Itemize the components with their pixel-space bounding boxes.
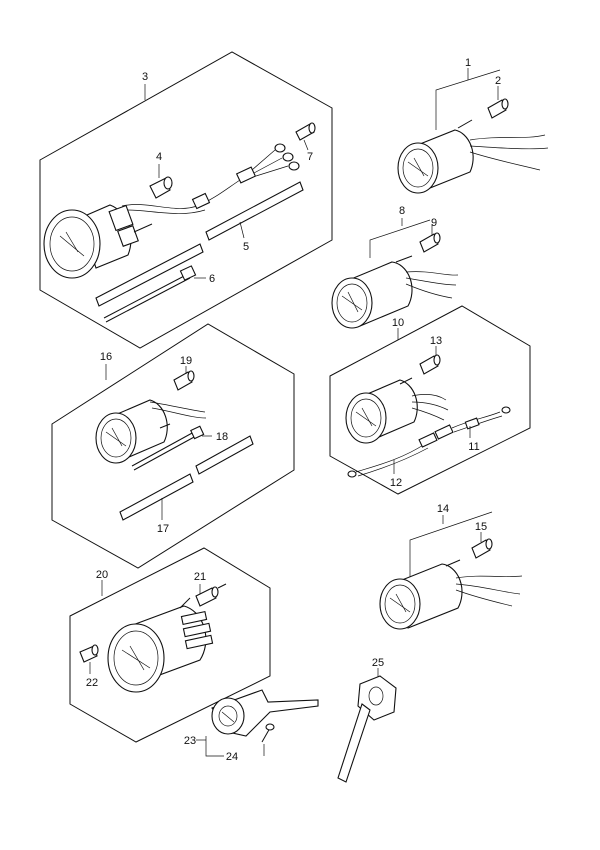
gauge-assembly-14 — [379, 559, 463, 630]
callout-2: 2 — [495, 75, 501, 87]
callout-15: 15 — [475, 521, 487, 533]
bulb-part-4 — [149, 176, 173, 199]
callout-25: 25 — [372, 657, 384, 669]
callout-4: 4 — [156, 151, 162, 163]
callout-14: 14 — [437, 503, 449, 515]
callout-7: 7 — [307, 151, 313, 163]
callout-3: 3 — [142, 71, 148, 83]
gauge-assembly-20 — [107, 597, 214, 693]
bulb-part-7 — [295, 122, 316, 141]
callout-16: 16 — [100, 351, 112, 363]
callout-22: 22 — [86, 677, 98, 689]
callout-12: 12 — [390, 477, 402, 489]
screw-part-24 — [261, 723, 275, 743]
gauge-assembly-16 — [95, 399, 171, 464]
bulb-part-13 — [419, 354, 441, 375]
bulb-part-2 — [487, 98, 509, 119]
callout-6: 6 — [209, 273, 215, 285]
bulb-part-9 — [419, 232, 441, 253]
callout-8: 8 — [399, 205, 405, 217]
handle-part-25 — [337, 675, 397, 783]
tube-part-5 — [95, 181, 304, 307]
callout-20: 20 — [96, 569, 108, 581]
group-3-panel — [39, 51, 333, 349]
bulb-part-19 — [173, 370, 195, 391]
callout-23: 23 — [184, 735, 196, 747]
callout-19: 19 — [180, 355, 192, 367]
lever-part-23 — [211, 689, 319, 737]
bulb-part-21 — [195, 583, 227, 607]
gauge-assembly-10 — [345, 377, 418, 444]
callout-9: 9 — [431, 217, 437, 229]
group-16-panel — [51, 323, 295, 569]
gauge-assembly-8 — [331, 255, 413, 329]
callout-18: 18 — [216, 431, 228, 443]
callout-11: 11 — [468, 441, 479, 453]
callout-17: 17 — [157, 523, 169, 535]
callout-21: 21 — [194, 571, 206, 583]
callout-5: 5 — [243, 241, 249, 253]
tie-part-6 — [103, 265, 197, 323]
callout-1: 1 — [465, 57, 471, 69]
callout-24: 24 — [226, 751, 238, 763]
gauge-assembly-3 — [43, 204, 153, 279]
callout-13: 13 — [430, 335, 442, 347]
gauge-assembly-1 — [397, 119, 474, 194]
callout-10: 10 — [392, 317, 404, 329]
bulb-part-22 — [79, 644, 99, 663]
tie-part-18 — [131, 425, 205, 471]
harness-part-12 — [347, 406, 511, 478]
tube-part-17 — [119, 435, 254, 521]
group-20-panel — [69, 547, 271, 743]
group-10-panel — [329, 305, 531, 495]
bulb-part-15 — [471, 538, 493, 559]
